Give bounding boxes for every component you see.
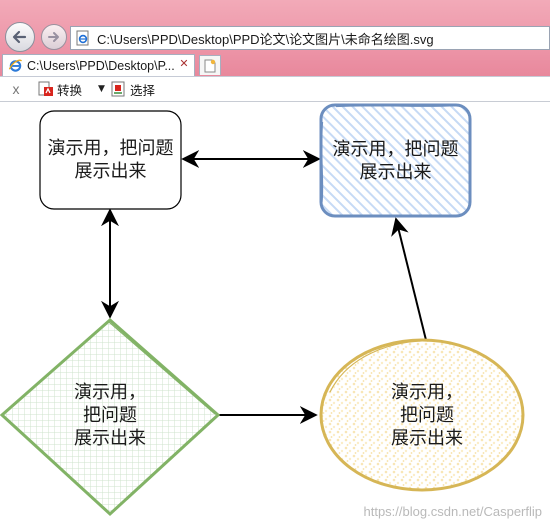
convert-label: 转换: [57, 83, 83, 98]
address-text: C:\Users\PPD\Desktop\PPD论文\论文图片\未命名绘图.sv…: [97, 31, 434, 47]
node-diamond: [0, 318, 221, 517]
tab-title: C:\Users\PPD\Desktop\P...: [27, 58, 175, 73]
watermark-text: https://blog.csdn.net/Casperflip: [363, 504, 543, 519]
node-top-right-label: 演示用，把问题 展示出来: [332, 138, 459, 183]
node-diamond-label: 演示用， 把问题 展示出来: [74, 381, 146, 449]
tab-current[interactable]: C:\Users\PPD\Desktop\P... ✕: [2, 54, 195, 76]
back-button[interactable]: [5, 22, 35, 52]
browser-title-bar: C:\Users\PPD\Desktop\PPD论文\论文图片\未命名绘图.sv…: [0, 0, 550, 52]
close-tab-icon[interactable]: ✕: [179, 57, 189, 70]
flowchart: [0, 103, 525, 517]
ie-page-icon: [75, 30, 91, 46]
svg-viewer: 演示用，把问题 展示出来 演示用，把问题 展示出来 演示用， 把问题 展示出来 …: [0, 102, 550, 525]
select-label: 选择: [129, 83, 155, 98]
select-button[interactable]: 选择: [111, 80, 155, 99]
node-ellipse: [319, 338, 525, 492]
new-tab-button[interactable]: [199, 55, 221, 75]
node-top-left-box: [39, 110, 182, 210]
command-bar: x 转换 ▼ 选择: [0, 77, 550, 102]
convert-button[interactable]: 转换: [38, 80, 82, 99]
address-bar[interactable]: C:\Users\PPD\Desktop\PPD论文\论文图片\未命名绘图.sv…: [70, 26, 550, 50]
pdf-convert-icon: [38, 81, 54, 97]
forward-button[interactable]: [41, 24, 67, 50]
edge-ellipse-to-box: [391, 217, 427, 341]
ie-logo-icon: [7, 58, 23, 74]
node-top-right-box: [319, 103, 472, 218]
node-ellipse-label: 演示用， 把问题 展示出来: [391, 381, 463, 449]
convert-dropdown-icon[interactable]: ▼: [98, 84, 105, 94]
new-tab-icon: [204, 59, 216, 72]
tab-bar: C:\Users\PPD\Desktop\P... ✕: [0, 52, 550, 77]
node-top-left-label: 演示用，把问题 展示出来: [47, 138, 174, 182]
back-arrow-icon: [12, 30, 27, 44]
forward-arrow-icon: [48, 32, 59, 42]
close-toolbar-icon[interactable]: x: [12, 81, 20, 97]
select-icon: [111, 81, 127, 97]
